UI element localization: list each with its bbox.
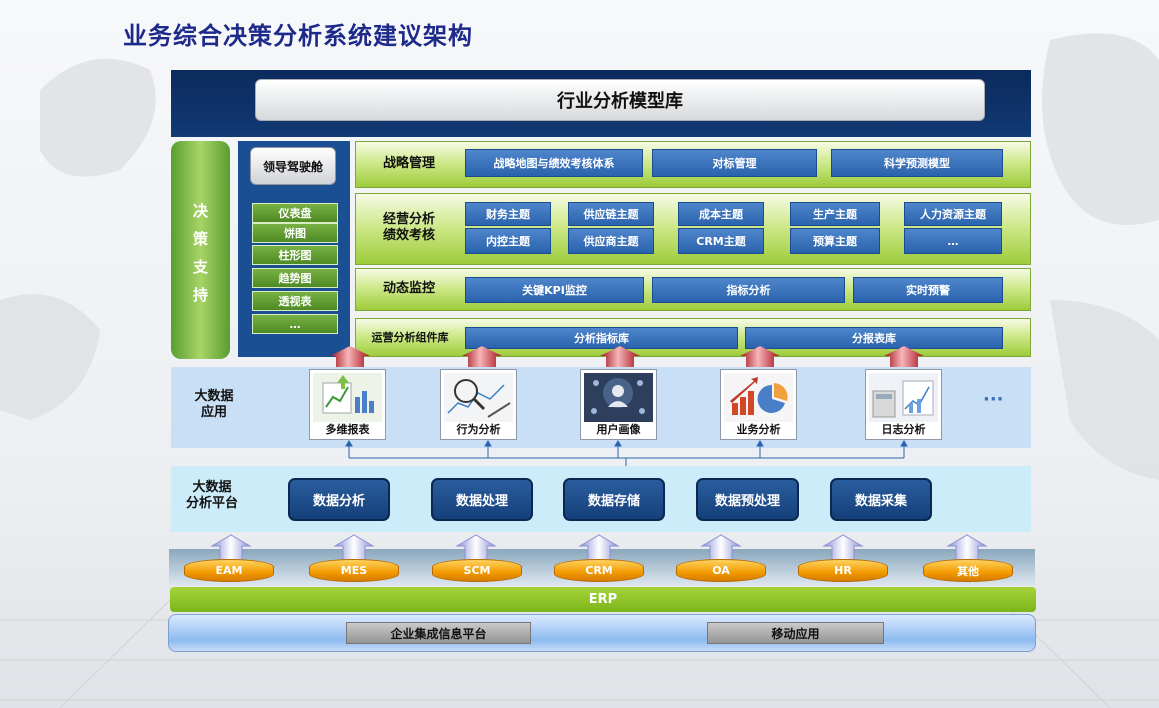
monitor-item[interactable]: 关键KPI监控 — [465, 277, 644, 303]
decision-support-char: 支 — [192, 258, 208, 276]
source-item[interactable]: CRM — [554, 559, 644, 582]
source-item[interactable]: HR — [798, 559, 888, 582]
strategy-label: 战略管理 — [382, 156, 435, 171]
cockpit-item[interactable]: 仪表盘 — [252, 203, 338, 223]
cockpit-item[interactable]: 饼图 — [252, 223, 338, 243]
bigdata-platform-label-line: 大数据 — [192, 480, 232, 495]
leader-cockpit-button[interactable]: 领导驾驶舱 — [250, 147, 336, 185]
more-apps-ellipsis: ··· — [983, 389, 1004, 410]
bigdata-platform-label: 大数据 分析平台 — [179, 480, 245, 512]
log-chart-icon — [869, 373, 938, 422]
app-label: 用户画像 — [596, 423, 641, 436]
red-arrow-icon — [330, 346, 370, 370]
operation-item[interactable]: 成本主题 — [678, 202, 764, 226]
app-business-analysis[interactable]: 业务分析 — [720, 369, 797, 440]
magnifier-chart-icon — [444, 373, 513, 422]
operation-item[interactable]: 人力资源主题 — [904, 202, 1002, 226]
integration-platform-button[interactable]: 企业集成信息平台 — [346, 622, 531, 644]
base-platform-band: 企业集成信息平台 移动应用 — [168, 614, 1036, 652]
red-arrow-icon — [740, 346, 780, 370]
decision-support-char: 持 — [192, 286, 208, 304]
strategy-row: 战略管理 战略地图与绩效考核体系 对标管理 科学预测模型 — [355, 141, 1031, 188]
decision-support-char: 策 — [192, 230, 208, 248]
up-arrow-icon — [578, 534, 620, 561]
operation-label-line: 经营分析 — [382, 212, 435, 227]
operation-item[interactable]: 供应链主题 — [568, 202, 654, 226]
bigdata-application-label-line: 大数据 — [194, 389, 234, 404]
bigdata-application-label-line: 应用 — [200, 405, 227, 420]
component-library-row: 运营分析组件库 分析指标库 分报表库 — [355, 318, 1031, 357]
cockpit-item[interactable]: 趋势图 — [252, 268, 338, 288]
app-label: 业务分析 — [736, 423, 781, 436]
operation-label-line: 绩效考核 — [382, 228, 435, 243]
up-arrow-icon — [700, 534, 742, 561]
red-arrow-icon — [884, 346, 924, 370]
business-chart-icon — [724, 373, 793, 422]
decision-support-char: 决 — [192, 202, 208, 220]
app-behavior-analysis[interactable]: 行为分析 — [440, 369, 517, 440]
app-multidim-report[interactable]: 多维报表 — [309, 369, 386, 440]
app-label: 日志分析 — [881, 423, 926, 436]
model-library-header: 行业分析模型库 — [171, 70, 1031, 137]
component-item[interactable]: 分析指标库 — [465, 327, 738, 349]
component-item[interactable]: 分报表库 — [745, 327, 1003, 349]
strategy-item[interactable]: 对标管理 — [652, 149, 817, 177]
source-item[interactable]: SCM — [432, 559, 522, 582]
bigdata-application-label: 大数据 应用 — [185, 389, 243, 421]
up-arrow-icon — [946, 534, 988, 561]
up-arrow-icon — [210, 534, 252, 561]
app-label: 行为分析 — [456, 423, 501, 436]
erp-bar[interactable]: ERP — [170, 587, 1036, 612]
mobile-app-button[interactable]: 移动应用 — [707, 622, 884, 644]
up-arrow-icon — [822, 534, 864, 561]
monitor-item[interactable]: 实时预警 — [853, 277, 1003, 303]
platform-item[interactable]: 数据存储 — [563, 478, 665, 521]
strategy-item[interactable]: 战略地图与绩效考核体系 — [465, 149, 643, 177]
page-title: 业务综合决策分析系统建议架构 — [123, 22, 473, 50]
up-arrow-icon — [333, 534, 375, 561]
app-user-profile[interactable]: 用户画像 — [580, 369, 657, 440]
operation-item[interactable]: 供应商主题 — [568, 228, 654, 254]
source-item[interactable]: OA — [676, 559, 766, 582]
operation-item[interactable]: 生产主题 — [790, 202, 880, 226]
monitor-item[interactable]: 指标分析 — [652, 277, 845, 303]
platform-item[interactable]: 数据预处理 — [696, 478, 799, 521]
operation-item[interactable]: … — [904, 228, 1002, 254]
operation-item[interactable]: 内控主题 — [465, 228, 551, 254]
operation-row: 经营分析 绩效考核 财务主题 供应链主题 成本主题 生产主题 人力资源主题 内控… — [355, 193, 1031, 265]
platform-item[interactable]: 数据采集 — [830, 478, 932, 521]
red-arrow-icon — [600, 346, 640, 370]
app-log-analysis[interactable]: 日志分析 — [865, 369, 942, 440]
monitor-row: 动态监控 关键KPI监控 指标分析 实时预警 — [355, 268, 1031, 311]
operation-item[interactable]: 预算主题 — [790, 228, 880, 254]
app-label: 多维报表 — [325, 423, 370, 436]
user-profile-icon — [584, 373, 653, 422]
cockpit-item[interactable]: … — [252, 314, 338, 334]
platform-item[interactable]: 数据处理 — [431, 478, 533, 521]
operation-item[interactable]: 财务主题 — [465, 202, 551, 226]
strategy-item[interactable]: 科学预测模型 — [831, 149, 1003, 177]
component-library-label: 运营分析组件库 — [371, 331, 449, 344]
decision-support-column: 决 策 支 持 — [171, 141, 230, 359]
report-chart-icon — [313, 373, 382, 422]
source-item[interactable]: 其他 — [923, 559, 1013, 582]
bigdata-platform-label-line: 分析平台 — [185, 496, 238, 511]
cockpit-item[interactable]: 透视表 — [252, 291, 338, 311]
source-item[interactable]: MES — [309, 559, 399, 582]
cockpit-item[interactable]: 柱形图 — [252, 245, 338, 265]
monitor-label: 动态监控 — [382, 281, 435, 296]
operation-label: 经营分析 绩效考核 — [364, 212, 454, 244]
source-item[interactable]: EAM — [184, 559, 274, 582]
red-arrow-icon — [462, 346, 502, 370]
operation-item[interactable]: CRM主题 — [678, 228, 764, 254]
up-arrow-icon — [455, 534, 497, 561]
model-library-button[interactable]: 行业分析模型库 — [255, 79, 985, 121]
leader-cockpit-panel: 领导驾驶舱 仪表盘 饼图 柱形图 趋势图 透视表 … — [238, 141, 350, 357]
platform-item[interactable]: 数据分析 — [288, 478, 390, 521]
